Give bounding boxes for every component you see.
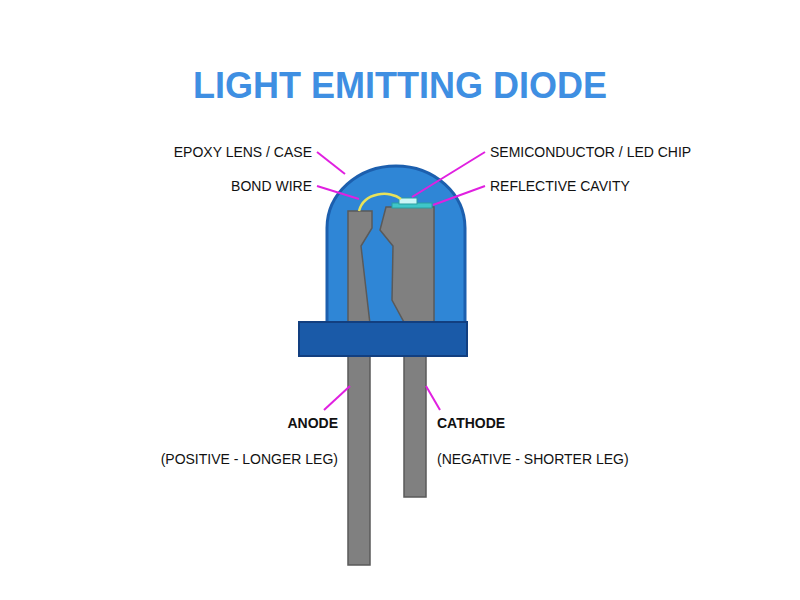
anode-leg [348,352,370,565]
terminal-note: (POSITIVE - LONGER LEG) [161,452,338,466]
cathode-anvil [380,207,434,324]
terminal-label: CATHODE [437,416,505,430]
leader-line [317,186,359,199]
bond-wire [359,194,401,211]
leader-lines [317,152,485,410]
epoxy-lens [327,166,465,324]
flange [299,322,467,356]
part-label: BOND WIRE [231,179,312,193]
terminal-label: ANODE [287,416,338,430]
diagram-title: LIGHT EMITTING DIODE [193,68,607,104]
leader-line [426,386,440,410]
part-label: SEMICONDUCTOR / LED CHIP [490,145,691,159]
leader-line [433,186,485,205]
anode-post [348,211,372,324]
terminal-note: (NEGATIVE - SHORTER LEG) [437,452,629,466]
cathode-leg [404,352,426,497]
leader-line [324,386,350,410]
part-label: EPOXY LENS / CASE [174,145,312,159]
leader-line [317,152,345,174]
led-chip [399,198,417,204]
part-label: REFLECTIVE CAVITY [490,179,630,193]
